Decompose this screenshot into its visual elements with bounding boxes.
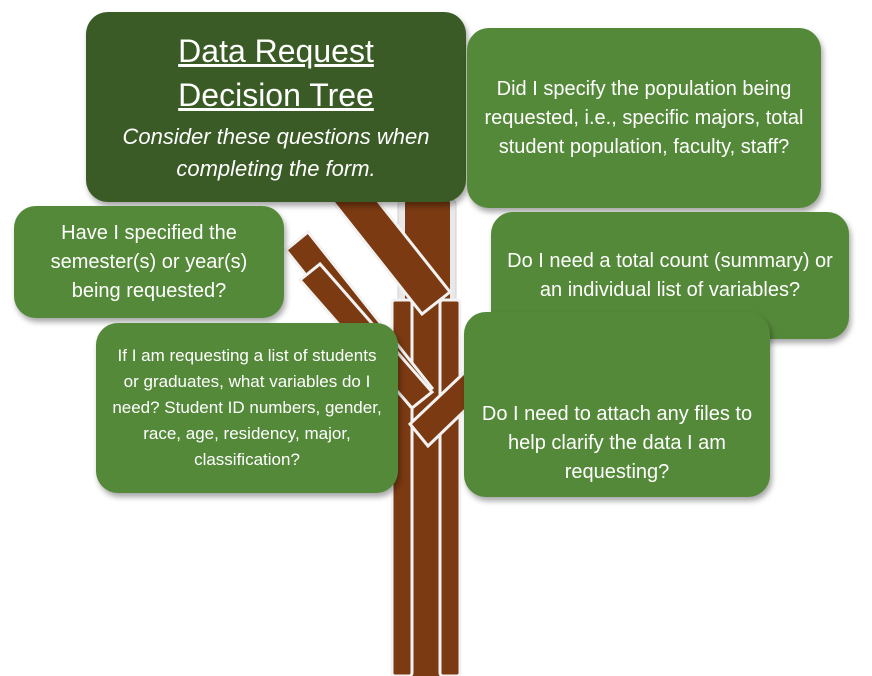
title-line-1: Data Request bbox=[178, 33, 374, 69]
question-variables-text: If I am requesting a list of students or… bbox=[112, 346, 382, 469]
question-population: Did I specify the population being reque… bbox=[467, 28, 821, 208]
question-files: Do I need to attach any files to help cl… bbox=[464, 312, 770, 497]
title-line-2: Decision Tree bbox=[178, 77, 374, 113]
title-box: Data Request Decision Tree Consider thes… bbox=[86, 12, 466, 202]
question-count-text: Do I need a total count (summary) or an … bbox=[507, 249, 833, 301]
question-files-text: Do I need to attach any files to help cl… bbox=[481, 403, 753, 483]
question-variables: If I am requesting a list of students or… bbox=[96, 323, 398, 493]
question-semester: Have I specified the semester(s) or year… bbox=[14, 206, 284, 318]
question-population-text: Did I specify the population being reque… bbox=[484, 77, 804, 158]
question-semester-text: Have I specified the semester(s) or year… bbox=[50, 221, 248, 302]
subtitle: Consider these questions when completing… bbox=[122, 124, 430, 181]
